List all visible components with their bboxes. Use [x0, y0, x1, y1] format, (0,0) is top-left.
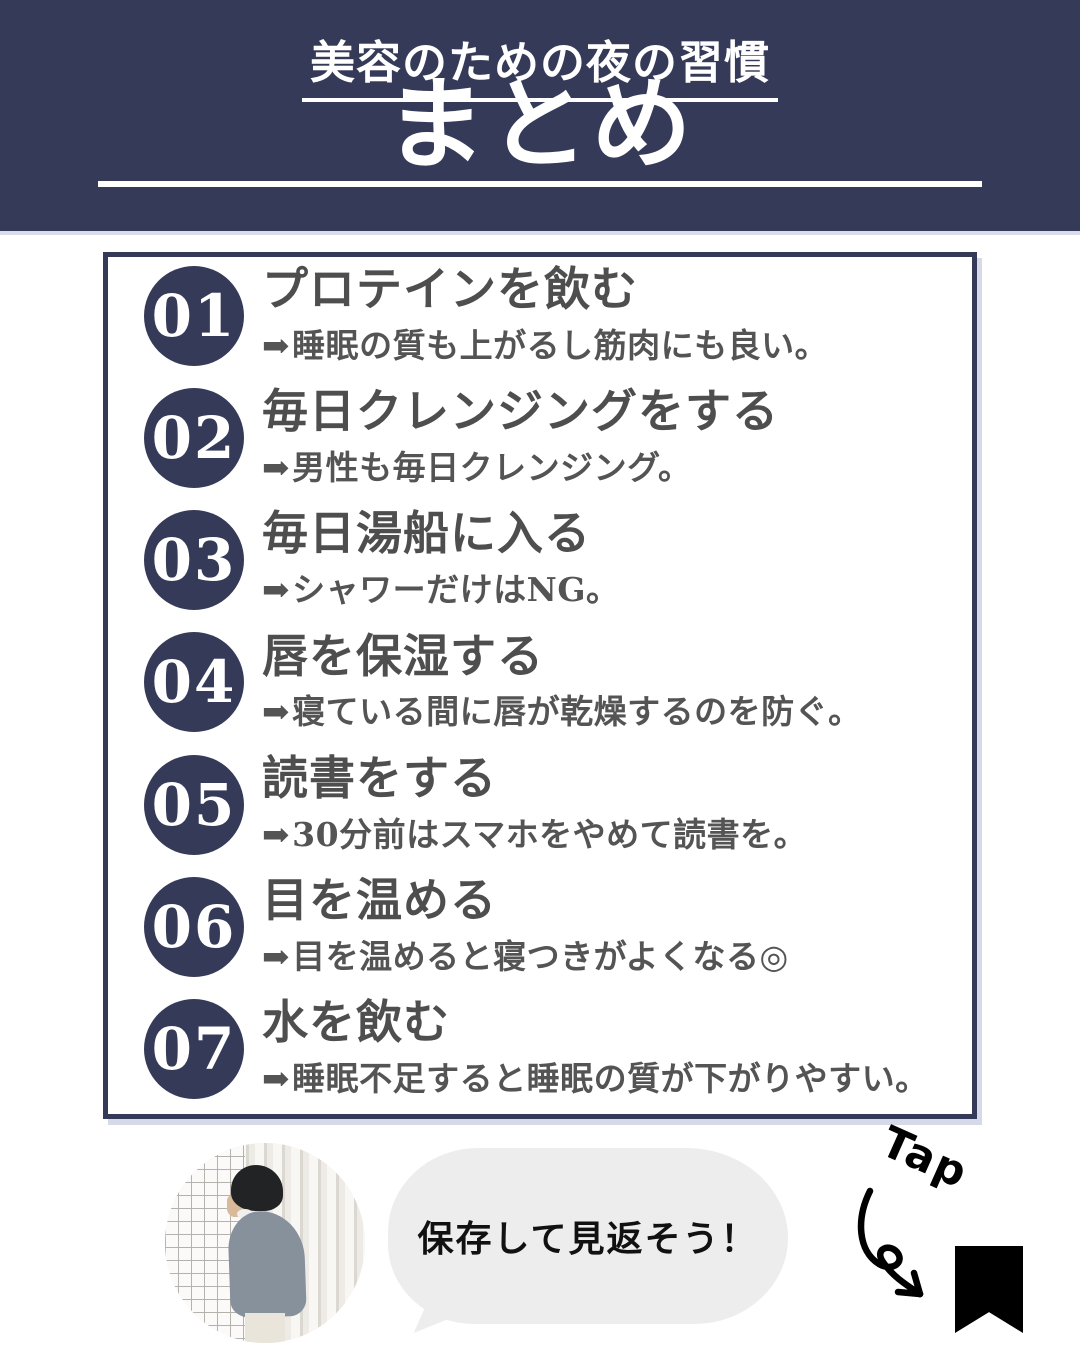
- arrow-right-icon: ➡: [262, 570, 291, 610]
- item-title: 毎日クレンジングをする: [262, 384, 779, 439]
- item-desc-text: 睡眠の質も上がるし筋肉にも良い。: [292, 325, 829, 365]
- item-text: 毎日クレンジングをする ➡男性も毎日クレンジング。: [262, 387, 779, 489]
- arrow-right-icon: ➡: [262, 1058, 291, 1098]
- speech-bubble-tail: [414, 1287, 475, 1339]
- arrow-right-icon: ➡: [262, 692, 291, 732]
- list-item: 01 プロテインを飲む ➡睡眠の質も上がるし筋肉にも良い。: [144, 262, 954, 367]
- footer-cta: 保存して見返そう！ Tap: [0, 1117, 1080, 1350]
- item-text: 毎日湯船に入る ➡シャワーだけはNG。: [262, 509, 620, 611]
- item-number-badge: 05: [144, 754, 244, 855]
- item-number-badge: 01: [144, 265, 244, 366]
- item-desc: ➡睡眠の質も上がるし筋肉にも良い。: [262, 319, 828, 367]
- item-number: 07: [151, 1015, 237, 1084]
- item-number: 04: [151, 648, 237, 717]
- item-text: 唇を保湿する ➡寝ている間に唇が乾燥するのを防ぐ。: [262, 628, 862, 734]
- arrow-right-icon: ➡: [262, 447, 291, 487]
- item-desc: ➡シャワーだけはNG。: [262, 563, 620, 611]
- item-number-badge: 04: [144, 632, 244, 733]
- profile-avatar: [165, 1143, 365, 1343]
- item-title: 唇を保湿する: [262, 628, 544, 683]
- arrow-right-icon: ➡: [262, 814, 291, 854]
- speech-bubble-text: 保存して見返そう！: [417, 1219, 759, 1260]
- item-number: 03: [151, 526, 237, 595]
- list-item: 03 毎日湯船に入る ➡シャワーだけはNG。: [144, 509, 954, 611]
- page-title: まとめ: [385, 65, 695, 183]
- item-text: プロテインを飲む ➡睡眠の質も上がるし筋肉にも良い。: [262, 262, 828, 367]
- arrow-right-icon: ➡: [262, 936, 291, 976]
- item-desc-text: 男性も毎日クレンジング。: [292, 447, 692, 487]
- item-number-badge: 02: [144, 388, 244, 489]
- item-desc-text: 目を温めると寝つきがよくなる◎: [292, 936, 789, 976]
- item-desc: ➡男性も毎日クレンジング。: [262, 441, 779, 489]
- item-number: 01: [151, 281, 237, 350]
- item-title: 目を温める: [262, 873, 497, 928]
- item-number: 06: [151, 892, 237, 961]
- photo-person-trousers: [245, 1313, 285, 1343]
- photo-person-hair: [231, 1165, 283, 1211]
- item-desc-text: 寝ている間に唇が乾燥するのを防ぐ。: [292, 692, 862, 732]
- item-desc-text: 30分前はスマホをやめて読書を。: [292, 814, 808, 854]
- photo-person-collar: [237, 1209, 253, 1219]
- item-desc: ➡目を温めると寝つきがよくなる◎: [262, 930, 789, 978]
- item-number-badge: 06: [144, 876, 244, 977]
- item-text: 読書をする ➡30分前はスマホをやめて読書を。: [262, 750, 807, 856]
- header-divider: [98, 181, 982, 187]
- item-title: 毎日湯船に入る: [262, 506, 591, 561]
- item-text: 目を温める ➡目を温めると寝つきがよくなる◎: [262, 873, 789, 978]
- item-desc-text: シャワーだけはNG。: [292, 570, 620, 610]
- item-title: プロテインを飲む: [262, 262, 638, 316]
- list-item: 04 唇を保湿する ➡寝ている間に唇が乾燥するのを防ぐ。: [144, 628, 954, 734]
- list-item: 06 目を温める ➡目を温めると寝つきがよくなる◎: [144, 873, 954, 978]
- item-number-badge: 03: [144, 510, 244, 611]
- tap-arrow-icon: [852, 1185, 952, 1310]
- item-title: 読書をする: [262, 750, 497, 805]
- item-text: 水を飲む ➡睡眠不足すると睡眠の質が下がりやすい。: [262, 998, 929, 1100]
- item-number: 02: [151, 404, 237, 473]
- item-desc: ➡寝ている間に唇が乾燥するのを防ぐ。: [262, 685, 862, 733]
- header-subtitle: 美容のための夜の習慣: [301, 26, 779, 102]
- item-number: 05: [151, 770, 237, 839]
- item-title: 水を飲む: [262, 995, 450, 1050]
- arrow-right-icon: ➡: [262, 325, 291, 365]
- item-desc: ➡睡眠不足すると睡眠の質が下がりやすい。: [262, 1052, 929, 1100]
- list-item: 02 毎日クレンジングをする ➡男性も毎日クレンジング。: [144, 387, 954, 489]
- list-item: 05 読書をする ➡30分前はスマホをやめて読書を。: [144, 750, 954, 856]
- habit-list-panel: 01 プロテインを飲む ➡睡眠の質も上がるし筋肉にも良い。 02 毎日クレンジン…: [103, 252, 977, 1119]
- speech-bubble: 保存して見返そう！: [388, 1148, 788, 1324]
- item-number-badge: 07: [144, 999, 244, 1100]
- bookmark-icon[interactable]: [955, 1246, 1023, 1333]
- item-desc-text: 睡眠不足すると睡眠の質が下がりやすい。: [292, 1058, 929, 1098]
- item-desc: ➡30分前はスマホをやめて読書を。: [262, 808, 807, 856]
- header-banner: 美容のための夜の習慣 まとめ: [0, 0, 1080, 231]
- list-item: 07 水を飲む ➡睡眠不足すると睡眠の質が下がりやすい。: [144, 998, 954, 1100]
